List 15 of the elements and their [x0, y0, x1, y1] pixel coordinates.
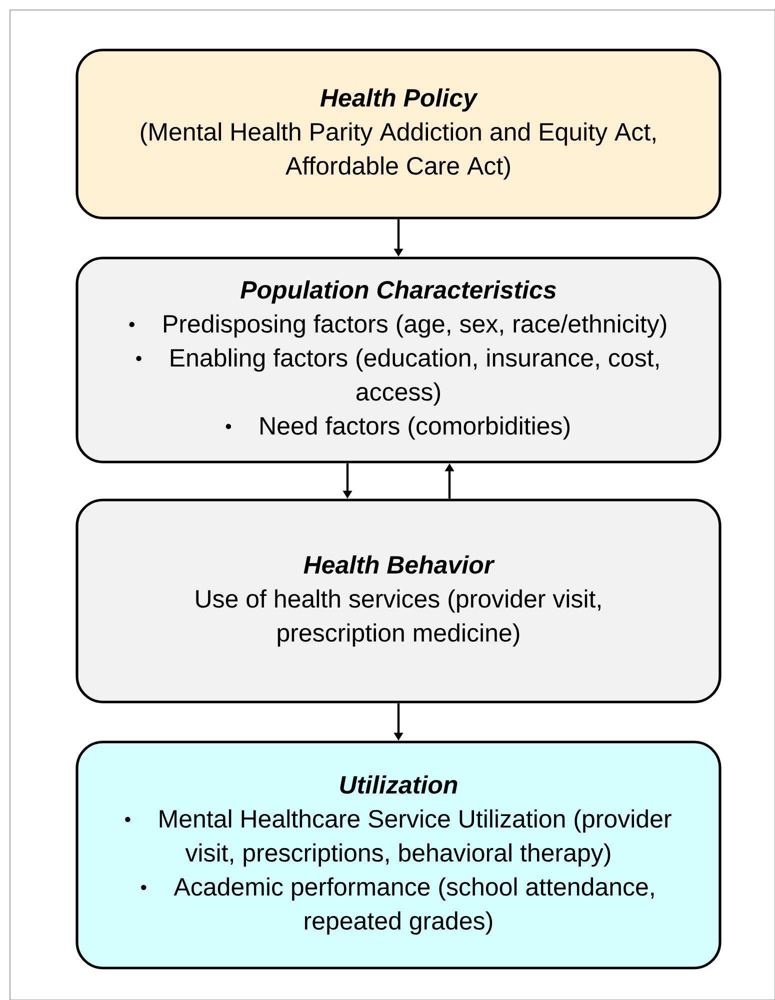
bullet-item: Academic performance (school attendance, repeated grades): [141, 877, 654, 935]
box-heading: Population Characteristics: [240, 280, 556, 304]
box-heading: Health Behavior: [304, 555, 495, 574]
bullet-item: Need factors (comorbidities): [226, 416, 570, 440]
box-heading: Health Policy: [320, 88, 478, 112]
bullet-item: Mental Healthcare Service Utilization (provider visit, prescriptions, behavioral therapy): [125, 809, 672, 867]
process-box: [76, 498, 722, 704]
process-box: [76, 740, 722, 970]
box-heading: Utilization: [340, 775, 458, 794]
box-text: Use of health services (provider visit, prescription medicine): [196, 589, 600, 647]
bullet-item: Predisposing factors (age, sex, race/ethnicity): [129, 314, 666, 338]
box-text: (Mental Health Parity Addiction and Equity Act, Affordable Care Act): [140, 122, 656, 180]
process-box: [76, 48, 722, 220]
bullet-item: Enabling factors (education, insurance, cost, access): [136, 348, 658, 406]
process-box: [76, 256, 722, 464]
